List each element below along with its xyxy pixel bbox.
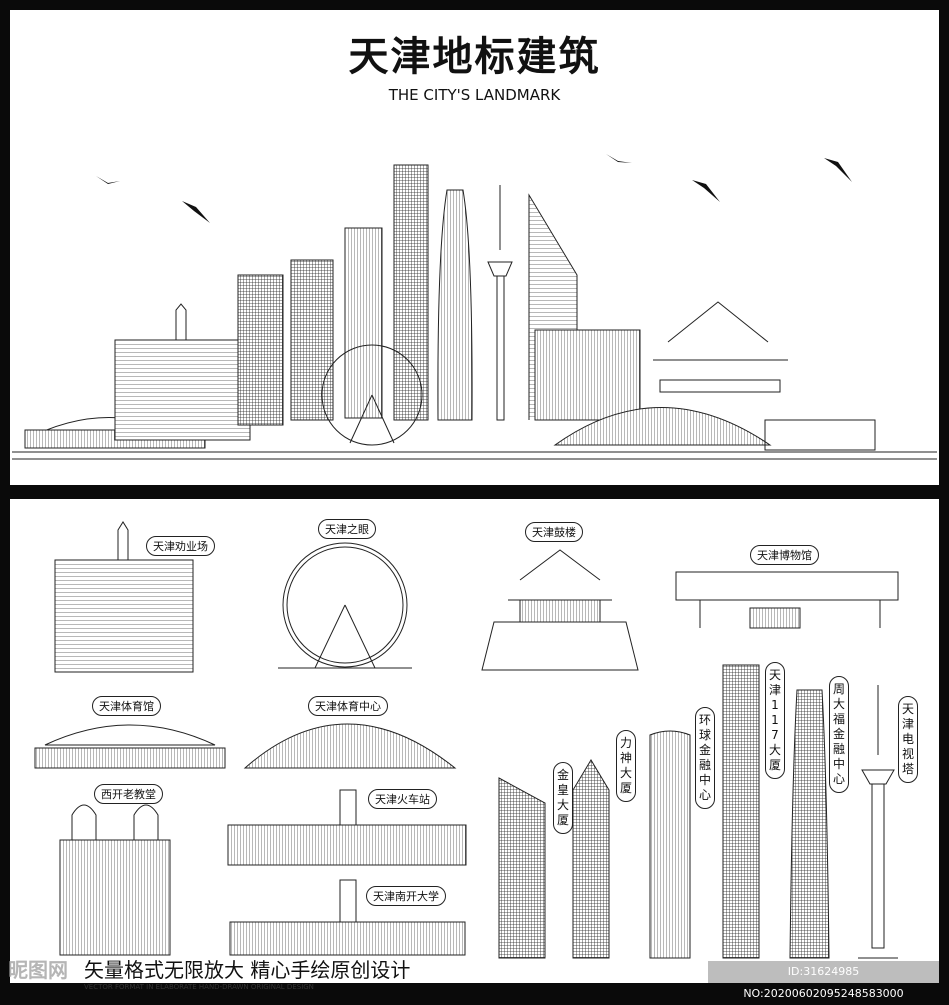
label-nankai: 天津南开大学 [366, 886, 446, 906]
drum-tower-drawing [481, 549, 639, 671]
museum-drawing [675, 571, 899, 629]
label-drum-tower: 天津鼓楼 [525, 522, 583, 542]
jinhuang-drawing [498, 777, 546, 959]
tv-tower-drawing [858, 685, 898, 959]
label-gym: 天津体育馆 [92, 696, 161, 716]
nankai-drawing [229, 879, 466, 956]
slogan-en: VECTOR FORMAT IN ELABORATE HAND-DRAWN OR… [84, 983, 314, 991]
tianjin-eye-drawing [278, 542, 412, 669]
label-church: 西开老教堂 [94, 784, 163, 804]
page-subtitle: THE CITY'S LANDMARK [388, 86, 561, 104]
watermark-logo: 昵图网 [8, 958, 68, 982]
quanyechang-drawing [54, 559, 194, 673]
label-jinhuang: 金皇大厦 [553, 762, 573, 834]
gym-drawing [34, 724, 226, 769]
slogan: 矢量格式无限放大 精心手绘原创设计 [84, 958, 411, 982]
label-world-financial: 环球金融中心 [695, 707, 715, 809]
label-station: 天津火车站 [368, 789, 437, 809]
label-quanyechang: 天津劝业场 [146, 536, 215, 556]
church-drawing [59, 804, 171, 956]
station-drawing [227, 789, 467, 866]
world-financial-drawing [649, 730, 691, 959]
page-title: 天津地标建筑 [348, 34, 601, 80]
skyline [12, 164, 937, 460]
label-museum: 天津博物馆 [750, 545, 819, 565]
label-tianjin-eye: 天津之眼 [318, 519, 376, 539]
sports-center-drawing [243, 723, 457, 769]
label-sports-center: 天津体育中心 [308, 696, 388, 716]
watermark-id: ID:31624985 NO:20200602095248583000 [708, 961, 939, 1000]
label-tv-tower: 天津电视塔 [898, 696, 918, 783]
t117-drawing [722, 664, 760, 959]
bird-icon [96, 154, 852, 223]
label-lishen: 力神大厦 [616, 730, 636, 802]
label-t117: 天津117大厦 [765, 662, 785, 779]
lishen-drawing [572, 759, 610, 959]
label-ctf: 周大福金融中心 [829, 676, 849, 793]
ctf-drawing [789, 689, 830, 959]
